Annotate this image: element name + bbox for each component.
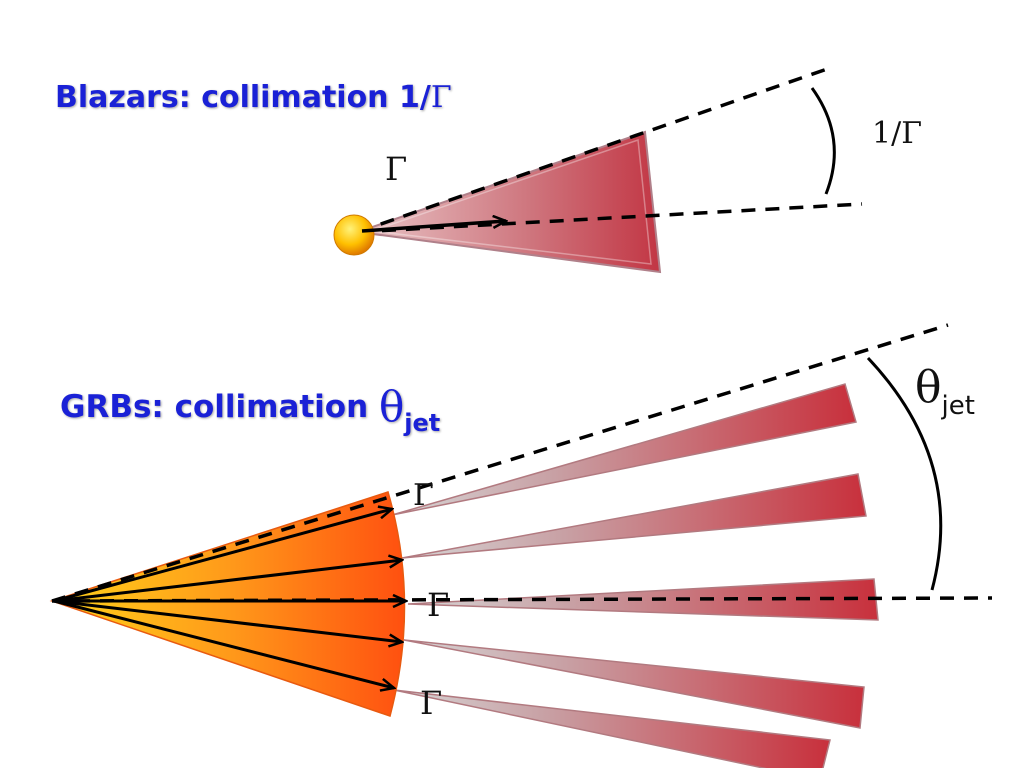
grb-heading-symbol: θ (378, 382, 405, 431)
grb-jet-5 (393, 689, 831, 772)
grb-jet-4 (403, 639, 865, 729)
blazar-dashed-line-lower (357, 202, 863, 234)
grb-dashed-line-upper (51, 323, 949, 603)
grb-fireball-wedge (49, 491, 406, 717)
blazar-lorentz-label: Γ (385, 150, 408, 188)
blazar-angle-label: 1/Γ (872, 116, 923, 151)
blazar-cone-inner-edge (371, 138, 652, 265)
grb-angle-arc (866, 356, 943, 591)
grb-velocity-arrow-2 (53, 560, 402, 603)
blazar-heading: Blazars: collimation 1/Γ (55, 80, 452, 115)
grb-velocity-arrow-4 (53, 599, 402, 642)
grb-angle-subscript: jet (941, 391, 975, 421)
blazar-panel (333, 66, 863, 274)
blazar-heading-symbol: Γ (430, 80, 452, 115)
grb-lorentz-label-middle: Γ (427, 586, 450, 624)
grb-heading-text: GRBs: collimation (60, 389, 379, 425)
blazar-dashed-line-upper (357, 66, 831, 234)
grb-heading: GRBs: collimation θjet (60, 378, 440, 437)
grb-angle-symbol: θ (915, 362, 942, 413)
grb-angle-label: θjet (915, 362, 975, 421)
grb-velocity-arrow-5 (53, 599, 394, 688)
grb-panel (49, 323, 993, 772)
grb-jet-1 (391, 383, 857, 516)
grb-lorentz-label-bottom: Γ (420, 684, 443, 722)
grb-jet-2 (401, 473, 867, 559)
blazar-heading-text: Blazars: collimation 1/ (55, 80, 431, 115)
blazar-angle-arc (810, 87, 836, 195)
grb-heading-subscript: jet (404, 409, 441, 437)
blazar-velocity-arrow (361, 221, 506, 233)
grb-velocity-arrow-1 (53, 509, 392, 603)
blazar-source-sphere (333, 214, 375, 256)
grb-lorentz-label-top: Γ (413, 478, 434, 513)
